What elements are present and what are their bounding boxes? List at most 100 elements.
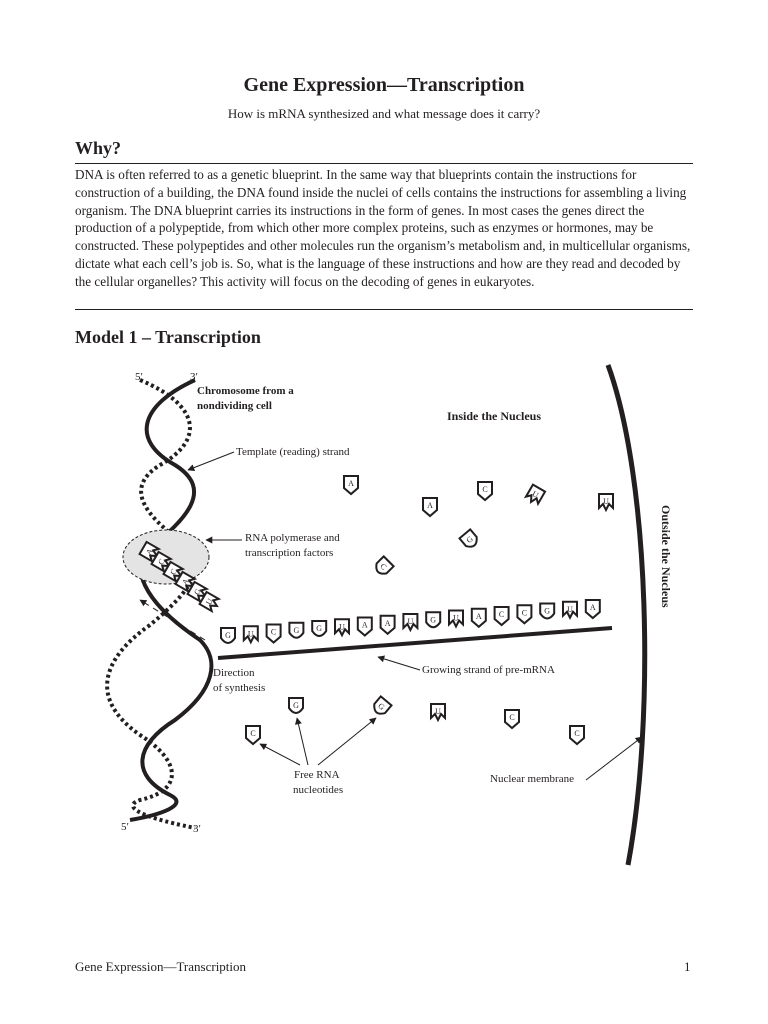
model-heading: Model 1 – Transcription: [75, 327, 261, 347]
svg-text:C: C: [509, 713, 514, 722]
svg-text:A: A: [476, 612, 482, 621]
svg-text:G: G: [465, 534, 475, 545]
mrna-base-10: U: [448, 609, 464, 629]
label-3prime-bottom: 3′: [193, 823, 201, 835]
label-free-rna-2: nucleotides: [293, 784, 343, 796]
svg-text:U: U: [204, 597, 215, 607]
mrna-base-2: C: [265, 623, 282, 644]
svg-text:A: A: [362, 621, 368, 630]
mrna-base-11: A: [470, 607, 487, 629]
svg-text:C: C: [574, 729, 579, 738]
free-nucleotide-8: G: [373, 694, 393, 715]
label-rna-polymerase-1: RNA polymerase and: [245, 532, 340, 544]
svg-text:U: U: [603, 497, 609, 506]
label-growing-strand: Growing strand of pre-mRNA: [422, 664, 555, 676]
svg-text:G: G: [544, 607, 550, 616]
svg-text:U: U: [339, 622, 345, 631]
free-nucleotide-12: C: [569, 725, 585, 746]
free-nucleotides: A A C U U G C G G C U C C: [245, 475, 614, 746]
svg-text:C: C: [378, 562, 388, 572]
footer-page-number: 1: [684, 959, 691, 974]
free-nucleotide-3: U: [523, 483, 547, 507]
svg-text:A: A: [590, 603, 596, 612]
svg-text:U: U: [567, 605, 573, 614]
label-rna-polymerase-2: transcription factors: [245, 547, 333, 559]
footer-title: Gene Expression—Transcription: [75, 959, 247, 974]
svg-text:G: G: [293, 701, 299, 710]
template-pair-1: C: [150, 550, 174, 574]
svg-text:G: G: [376, 701, 386, 712]
svg-text:C: C: [250, 729, 255, 738]
svg-text:G: G: [316, 624, 322, 633]
svg-text:C: C: [499, 610, 504, 619]
free-nucleotide-4: U: [598, 493, 614, 513]
template-pair-0: A: [138, 540, 162, 564]
svg-text:A: A: [427, 501, 433, 510]
page-subtitle: How is mRNA synthesized and what message…: [227, 106, 541, 121]
why-bottom-rule: [75, 309, 693, 310]
template-pair-5: U: [198, 590, 222, 614]
mrna-base-16: A: [584, 599, 601, 620]
direction-arrow: [139, 599, 206, 641]
why-top-rule: [75, 163, 693, 164]
mrna-base-8: U: [402, 613, 419, 633]
svg-text:A: A: [385, 619, 391, 628]
free-nucleotide-10: U: [430, 703, 446, 723]
svg-text:U: U: [530, 489, 540, 500]
label-chromosome-2: nondividing cell: [197, 400, 272, 412]
mrna-base-0: G: [220, 627, 236, 644]
svg-text:U: U: [453, 614, 459, 623]
free-nucleotide-5: G: [458, 527, 478, 548]
label-direction-1: Direction: [213, 667, 255, 679]
label-nuclear-membrane: Nuclear membrane: [490, 773, 574, 785]
svg-text:U: U: [435, 707, 441, 716]
page-title: Gene Expression—Transcription: [243, 74, 525, 96]
mrna-base-4: G: [311, 620, 328, 637]
label-template-strand: Template (reading) strand: [236, 446, 350, 458]
label-free-rna-1: Free RNA: [294, 769, 340, 781]
label-inside-nucleus: Inside the Nucleus: [447, 409, 541, 423]
label-5prime-bottom: 5′: [121, 821, 129, 833]
svg-text:U: U: [408, 617, 414, 626]
mrna-base-6: A: [356, 616, 373, 637]
template-strand-pointer: [187, 451, 235, 471]
pre-mrna-backbone: [217, 626, 613, 660]
free-rna-pointer-3: [317, 717, 377, 766]
svg-text:U: U: [248, 629, 254, 638]
why-heading: Why?: [75, 138, 122, 158]
mrna-base-7: A: [379, 614, 396, 636]
mrna-base-3: G: [288, 621, 305, 639]
svg-text:A: A: [144, 547, 155, 557]
svg-text:A: A: [180, 577, 191, 587]
template-pair-4: G: [186, 580, 210, 604]
svg-text:G: G: [192, 587, 203, 597]
svg-text:G: G: [294, 626, 300, 635]
nuclear-membrane-pointer: [585, 736, 643, 781]
svg-text:A: A: [348, 479, 354, 488]
free-nucleotide-2: C: [477, 481, 493, 502]
free-rna-pointer-1: [259, 743, 301, 766]
svg-text:G: G: [430, 615, 436, 624]
dna-template-strand: [129, 378, 214, 822]
label-direction-2: of synthesis: [213, 682, 265, 694]
svg-text:C: C: [168, 567, 178, 576]
svg-text:C: C: [271, 628, 276, 637]
mrna-base-14: G: [539, 602, 556, 620]
label-3prime-top: 3′: [190, 371, 198, 383]
free-nucleotide-11: C: [504, 709, 520, 730]
growing-strand-pointer: [377, 655, 421, 671]
label-outside-nucleus: Outside the Nucleus: [659, 505, 673, 608]
mrna-base-1: U: [242, 625, 259, 645]
svg-text:C: C: [522, 608, 527, 617]
free-nucleotide-0: A: [343, 475, 359, 496]
dna-coding-strand-dotted: [105, 378, 199, 830]
mrna-base-15: U: [562, 600, 578, 620]
template-pair-3: A: [174, 570, 198, 594]
label-5prime-top: 5′: [135, 371, 143, 383]
template-pair-2: C: [162, 560, 186, 584]
mrna-base-13: C: [516, 604, 533, 625]
svg-text:C: C: [482, 485, 487, 494]
mrna-base-9: G: [425, 611, 442, 629]
